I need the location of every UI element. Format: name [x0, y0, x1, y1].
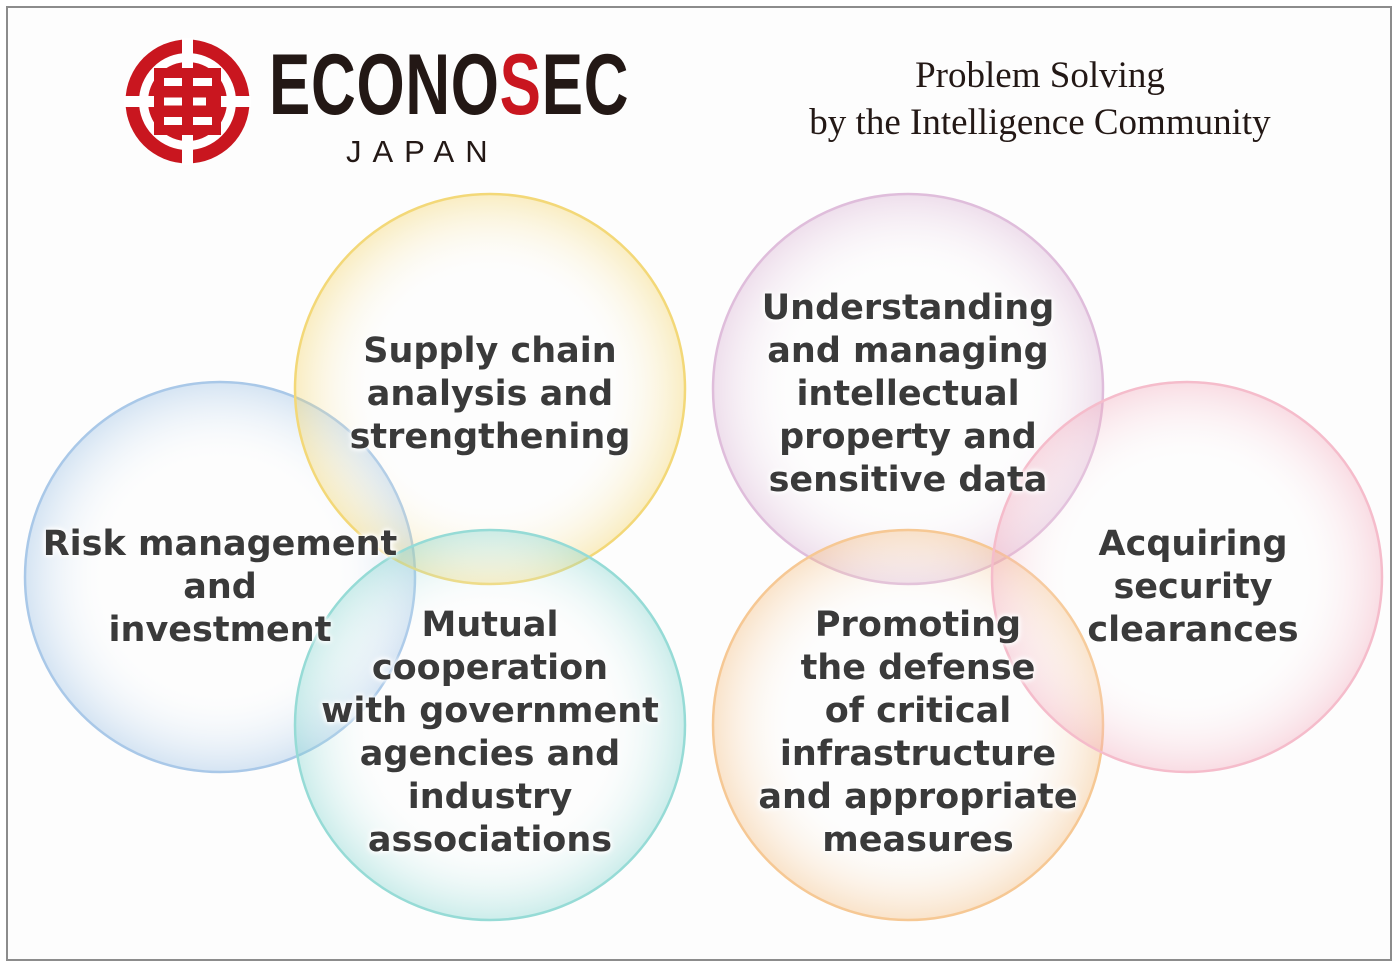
- label-ip: Understanding and managing intellectual …: [761, 288, 1055, 500]
- logo-wordmark-suffix: EC: [541, 37, 630, 133]
- title-line-2: by the Intelligence Community: [809, 102, 1271, 143]
- econosec-emblem-icon: [124, 38, 251, 165]
- title-line-1: Problem Solving: [915, 55, 1165, 96]
- logo-wordmark: ECONOSEC: [269, 40, 629, 130]
- diagram-title: Problem Solving by the Intelligence Comm…: [760, 52, 1320, 146]
- label-risk: Risk management and investment: [42, 524, 398, 650]
- logo-wordmark-prefix: ECONO: [269, 37, 500, 133]
- logo-country: JAPAN: [346, 134, 499, 169]
- logo-wordmark-highlight: S: [499, 37, 542, 133]
- label-supply: Supply chain analysis and strengthening: [349, 331, 631, 457]
- label-mutual: Mutual cooperation with government agenc…: [321, 605, 659, 860]
- label-infra: Promoting the defense of critical infras…: [758, 605, 1078, 860]
- label-clearance: Acquiring security clearances: [1087, 524, 1299, 650]
- circle-clearance: [990, 380, 1384, 774]
- circle-mutual: [293, 528, 687, 922]
- econosec-logo: ECONOSEC JAPAN: [124, 38, 628, 173]
